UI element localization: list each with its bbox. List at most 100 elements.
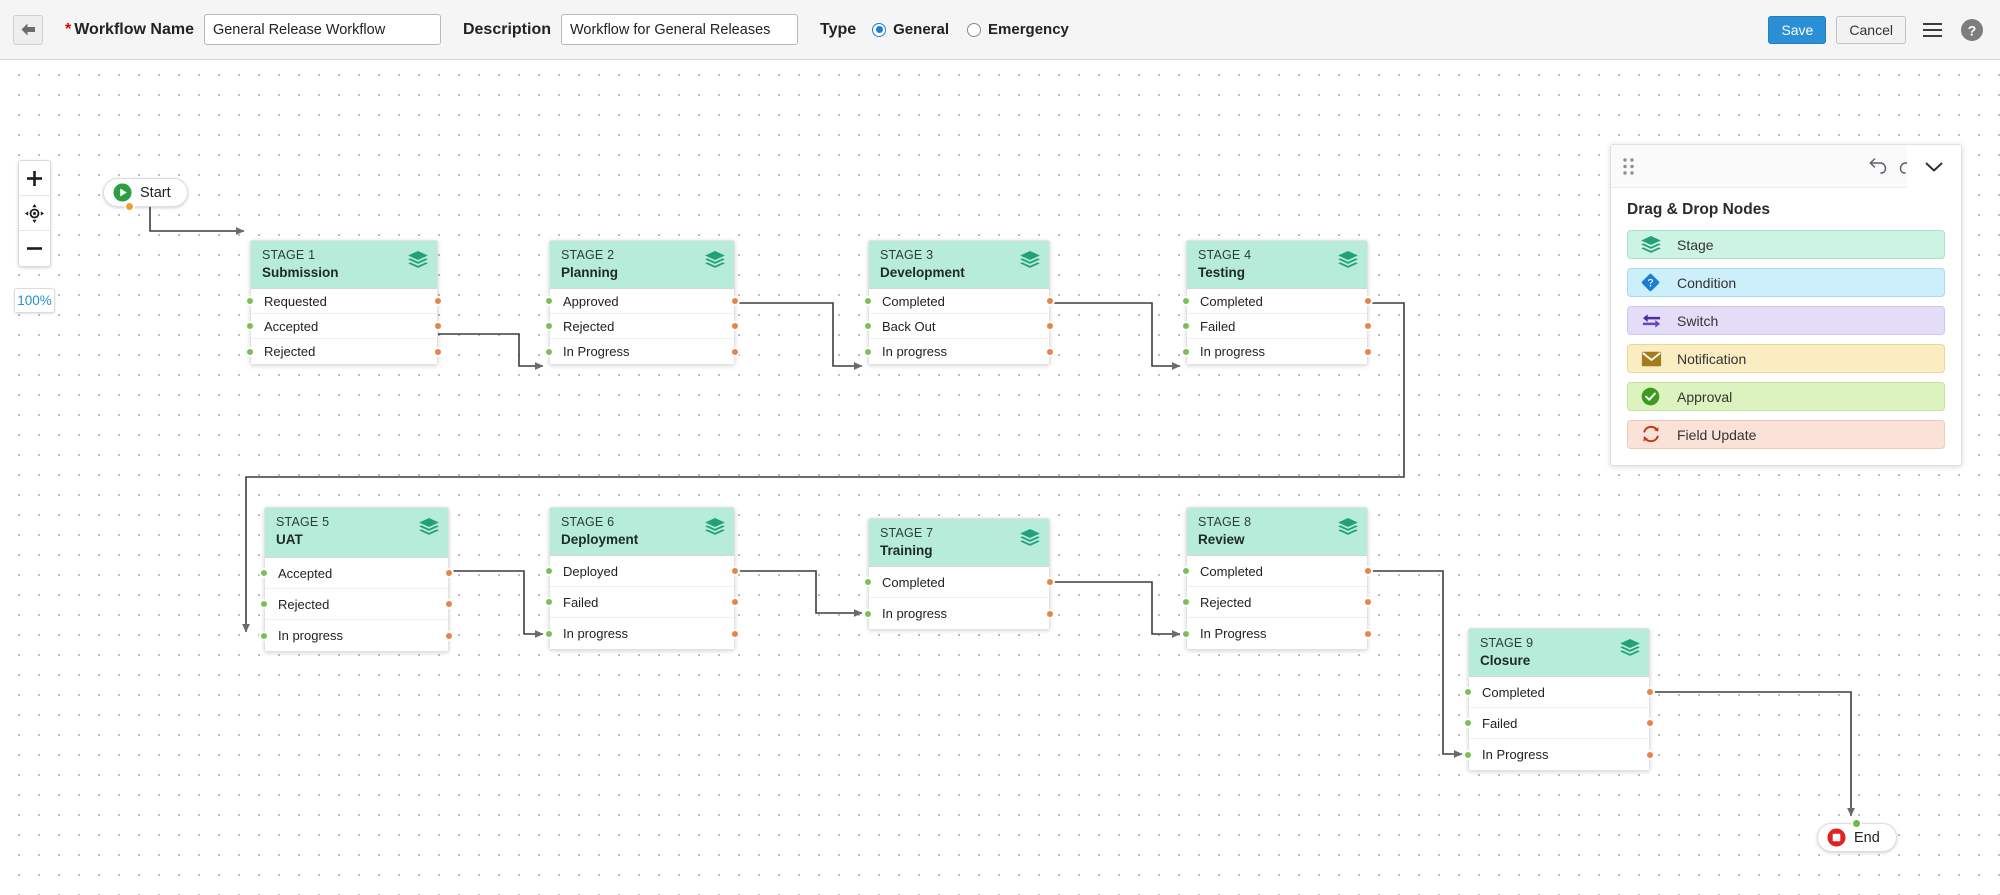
stage-8-row-2-out-port[interactable]	[1363, 628, 1373, 639]
stage-3-row-0-in-port[interactable]	[863, 296, 873, 306]
stage-3-row-1[interactable]: Back Out	[863, 314, 1055, 339]
stage-5-row-2-in-port[interactable]	[259, 630, 269, 641]
stage-4-row-1-out-port[interactable]	[1363, 321, 1373, 331]
stage-6-row-2-in-port[interactable]	[544, 628, 554, 639]
palette-item-stage[interactable]: Stage	[1627, 230, 1945, 259]
stage-4-row-2[interactable]: In progress	[1181, 339, 1373, 364]
stage-5-row-1[interactable]: Rejected	[259, 589, 454, 620]
stage-9-row-0-out-port[interactable]	[1645, 687, 1655, 697]
stage-5-row-0-out-port[interactable]	[444, 568, 454, 578]
end-input-port[interactable]	[1851, 818, 1862, 829]
stage-4-row-0[interactable]: Completed	[1181, 289, 1373, 314]
stage-3-row-0[interactable]: Completed	[863, 289, 1055, 314]
stage-4-row-0-out-port[interactable]	[1363, 296, 1373, 306]
stage-6-row-0-in-port[interactable]	[544, 566, 554, 576]
stage-6-row-1[interactable]: Failed	[544, 587, 740, 618]
stage-2-row-2-out-port[interactable]	[730, 346, 740, 357]
stage-2-row-0-in-port[interactable]	[544, 296, 554, 306]
stage-4-row-1[interactable]: Failed	[1181, 314, 1373, 339]
stage-node-3[interactable]: STAGE 3 Development Completed Back Out I…	[863, 240, 1055, 365]
fit-view-button[interactable]	[19, 196, 50, 231]
start-node[interactable]: Start	[103, 178, 188, 212]
stage-1-row-0-in-port[interactable]	[245, 296, 255, 306]
stage-2-row-1-out-port[interactable]	[730, 321, 740, 331]
stage-5-row-2-out-port[interactable]	[444, 630, 454, 641]
palette-item-switch[interactable]: Switch	[1627, 306, 1945, 335]
stage-9-row-2[interactable]: In Progress	[1463, 739, 1655, 770]
stage-9-row-2-in-port[interactable]	[1463, 749, 1473, 760]
stage-4-row-0-in-port[interactable]	[1181, 296, 1191, 306]
stage-2-row-2[interactable]: In Progress	[544, 339, 740, 364]
stage-2-row-2-in-port[interactable]	[544, 346, 554, 357]
stage-2-row-0-out-port[interactable]	[730, 296, 740, 306]
palette-item-field-update[interactable]: Field Update	[1627, 420, 1945, 449]
stage-5-row-0[interactable]: Accepted	[259, 558, 454, 589]
stage-9-row-1[interactable]: Failed	[1463, 708, 1655, 739]
undo-button[interactable]	[1863, 151, 1893, 181]
stage-8-row-2[interactable]: In Progress	[1181, 618, 1373, 649]
stage-1-row-0-out-port[interactable]	[433, 296, 443, 306]
palette-item-notification[interactable]: Notification	[1627, 344, 1945, 373]
stage-9-row-0[interactable]: Completed	[1463, 677, 1655, 708]
stage-2-row-1-in-port[interactable]	[544, 321, 554, 331]
zoom-out-button[interactable]	[19, 231, 50, 266]
stage-6-row-2[interactable]: In progress	[544, 618, 740, 649]
stage-7-row-1-in-port[interactable]	[863, 608, 873, 619]
radio-emergency[interactable]: Emergency	[967, 21, 1069, 38]
stage-node-2[interactable]: STAGE 2 Planning Approved Rejected In Pr…	[544, 240, 740, 365]
stage-1-row-2-out-port[interactable]	[433, 346, 443, 357]
stage-7-row-0[interactable]: Completed	[863, 567, 1055, 598]
stage-3-row-1-out-port[interactable]	[1045, 321, 1055, 331]
stage-5-row-0-in-port[interactable]	[259, 568, 269, 578]
stage-3-row-2[interactable]: In progress	[863, 339, 1055, 364]
description-input[interactable]	[560, 14, 798, 45]
save-button[interactable]: Save	[1768, 15, 1827, 44]
stage-8-row-0[interactable]: Completed	[1181, 556, 1373, 587]
stage-6-row-2-out-port[interactable]	[730, 628, 740, 639]
stage-node-1[interactable]: STAGE 1 Submission Requested Accepted Re…	[245, 240, 443, 365]
stage-5-row-1-out-port[interactable]	[444, 599, 454, 609]
palette-item-condition[interactable]: Condition	[1627, 268, 1945, 297]
stage-4-row-1-in-port[interactable]	[1181, 321, 1191, 331]
stage-9-row-0-in-port[interactable]	[1463, 687, 1473, 697]
stage-5-row-1-in-port[interactable]	[259, 599, 269, 609]
stage-4-row-2-out-port[interactable]	[1363, 346, 1373, 357]
drag-handle-icon[interactable]	[1623, 157, 1634, 175]
stage-1-row-2[interactable]: Rejected	[245, 339, 443, 364]
workflow-canvas[interactable]: 100%	[0, 60, 2000, 895]
stage-7-row-1-out-port[interactable]	[1045, 608, 1055, 619]
radio-general[interactable]: General	[872, 21, 949, 38]
stage-node-9[interactable]: STAGE 9 Closure Completed Failed In Prog…	[1463, 628, 1655, 771]
stage-6-row-0-out-port[interactable]	[730, 566, 740, 576]
stage-node-8[interactable]: STAGE 8 Review Completed Rejected In Pro…	[1181, 507, 1373, 650]
end-node[interactable]: End	[1817, 818, 1897, 852]
stage-4-row-2-in-port[interactable]	[1181, 346, 1191, 357]
stage-1-row-1-in-port[interactable]	[245, 321, 255, 331]
stage-1-row-1[interactable]: Accepted	[245, 314, 443, 339]
stage-2-row-0[interactable]: Approved	[544, 289, 740, 314]
zoom-level-indicator[interactable]: 100%	[14, 288, 55, 313]
hamburger-menu-button[interactable]	[1918, 16, 1946, 44]
stage-7-row-0-in-port[interactable]	[863, 577, 873, 587]
zoom-in-button[interactable]	[19, 161, 50, 196]
stage-1-row-2-in-port[interactable]	[245, 346, 255, 357]
stage-8-row-1-out-port[interactable]	[1363, 597, 1373, 607]
workflow-name-input[interactable]	[203, 14, 441, 45]
stage-8-row-2-in-port[interactable]	[1181, 628, 1191, 639]
back-button[interactable]	[13, 14, 43, 45]
stage-3-row-2-in-port[interactable]	[863, 346, 873, 357]
collapse-panel-button[interactable]	[1907, 145, 1961, 188]
stage-3-row-1-in-port[interactable]	[863, 321, 873, 331]
stage-5-row-2[interactable]: In progress	[259, 620, 454, 651]
stage-6-row-1-out-port[interactable]	[730, 597, 740, 607]
start-output-port[interactable]	[124, 201, 135, 212]
stage-node-4[interactable]: STAGE 4 Testing Completed Failed In prog…	[1181, 240, 1373, 365]
stage-7-row-0-out-port[interactable]	[1045, 577, 1055, 587]
stage-1-row-1-out-port[interactable]	[433, 321, 443, 331]
stage-8-row-0-in-port[interactable]	[1181, 566, 1191, 576]
stage-9-row-2-out-port[interactable]	[1645, 749, 1655, 760]
stage-3-row-0-out-port[interactable]	[1045, 296, 1055, 306]
cancel-button[interactable]: Cancel	[1836, 15, 1906, 44]
stage-3-row-2-out-port[interactable]	[1045, 346, 1055, 357]
stage-1-row-0[interactable]: Requested	[245, 289, 443, 314]
